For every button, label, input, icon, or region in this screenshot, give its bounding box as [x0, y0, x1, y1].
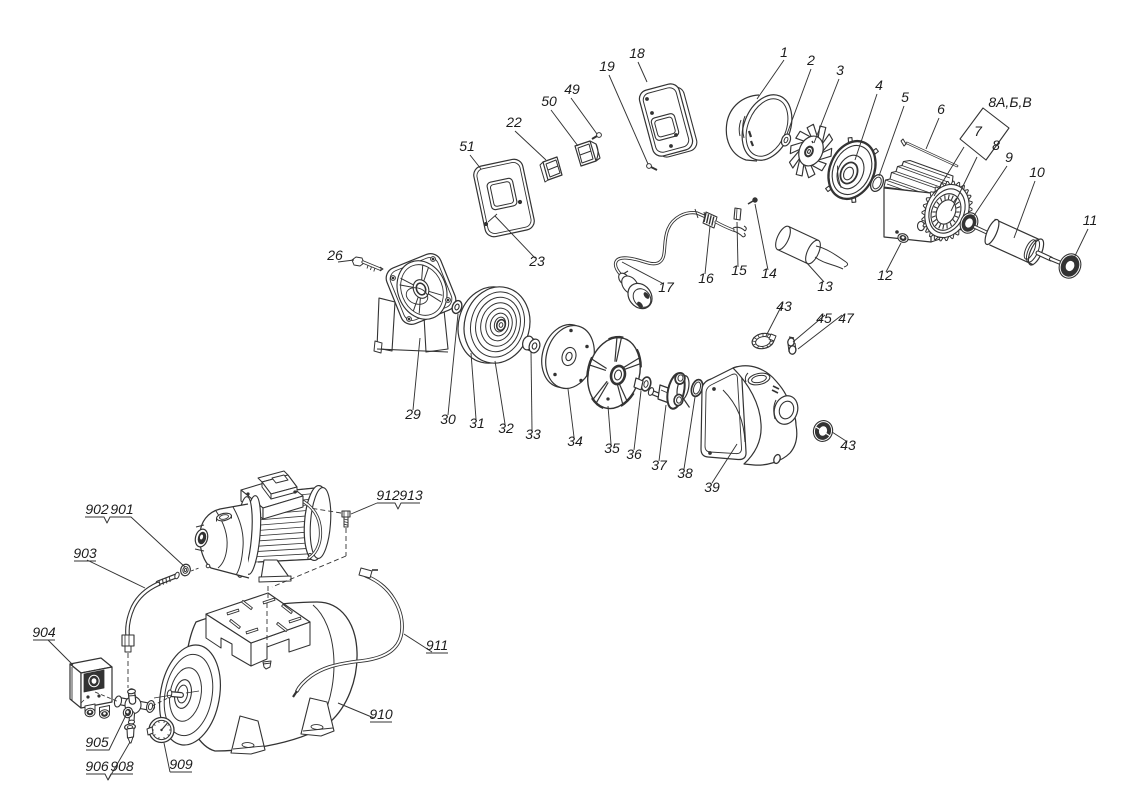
svg-text:47: 47 — [838, 310, 855, 326]
svg-text:9: 9 — [1005, 149, 1013, 165]
svg-text:18: 18 — [629, 45, 645, 61]
svg-text:909: 909 — [169, 756, 193, 772]
svg-text:35: 35 — [604, 440, 620, 456]
svg-text:903: 903 — [73, 545, 97, 561]
svg-text:8А,Б,В: 8А,Б,В — [988, 94, 1031, 110]
svg-text:5: 5 — [901, 89, 909, 105]
svg-text:12: 12 — [877, 267, 893, 283]
svg-text:49: 49 — [564, 81, 580, 97]
svg-text:912: 912 — [376, 487, 400, 503]
svg-text:910: 910 — [369, 706, 393, 722]
svg-text:37: 37 — [651, 457, 668, 473]
svg-text:45: 45 — [816, 310, 832, 326]
svg-text:51: 51 — [459, 138, 475, 154]
svg-text:33: 33 — [525, 426, 541, 442]
svg-text:4: 4 — [875, 77, 883, 93]
svg-text:13: 13 — [817, 278, 833, 294]
svg-text:7: 7 — [974, 123, 983, 139]
svg-text:11: 11 — [1083, 212, 1098, 228]
svg-text:904: 904 — [32, 624, 56, 640]
svg-text:6: 6 — [937, 101, 945, 117]
svg-text:26: 26 — [326, 247, 343, 263]
svg-text:902: 902 — [85, 501, 109, 517]
svg-text:913: 913 — [399, 487, 423, 503]
svg-text:43: 43 — [776, 298, 792, 314]
svg-text:17: 17 — [658, 279, 675, 295]
svg-text:23: 23 — [528, 253, 545, 269]
svg-text:36: 36 — [626, 446, 642, 462]
svg-text:30: 30 — [440, 411, 456, 427]
svg-text:905: 905 — [85, 734, 109, 750]
svg-text:15: 15 — [731, 262, 747, 278]
svg-text:50: 50 — [541, 93, 557, 109]
svg-text:16: 16 — [698, 270, 714, 286]
svg-text:901: 901 — [110, 501, 133, 517]
svg-text:1: 1 — [780, 44, 788, 60]
svg-text:2: 2 — [806, 52, 815, 68]
svg-text:22: 22 — [505, 114, 522, 130]
svg-text:3: 3 — [836, 62, 844, 78]
svg-text:19: 19 — [599, 58, 615, 74]
svg-text:32: 32 — [498, 420, 514, 436]
svg-text:908: 908 — [110, 758, 134, 774]
svg-text:8: 8 — [992, 137, 1000, 153]
svg-text:39: 39 — [704, 479, 720, 495]
svg-text:43: 43 — [840, 437, 856, 453]
svg-text:34: 34 — [567, 433, 583, 449]
svg-text:14: 14 — [761, 265, 777, 281]
svg-text:906: 906 — [85, 758, 109, 774]
svg-text:38: 38 — [677, 465, 693, 481]
svg-text:29: 29 — [404, 406, 421, 422]
svg-text:10: 10 — [1029, 164, 1045, 180]
svg-text:911: 911 — [426, 637, 448, 653]
svg-text:31: 31 — [469, 415, 485, 431]
